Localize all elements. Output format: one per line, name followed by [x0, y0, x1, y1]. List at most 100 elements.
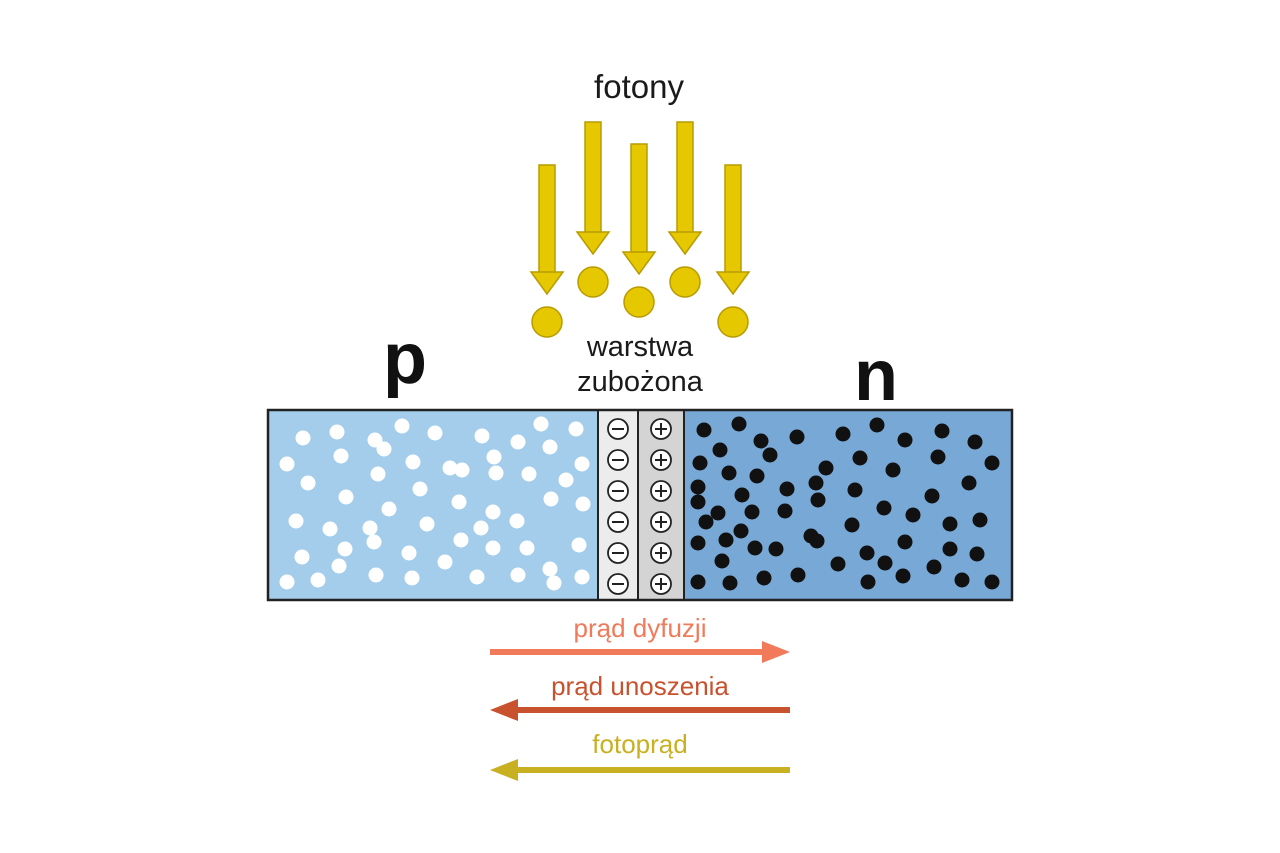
positive-ion — [650, 542, 672, 564]
hole — [542, 439, 558, 455]
current-arrows: prąd dyfuzji prąd unoszenia fotoprąd — [490, 613, 790, 781]
negative-ion — [607, 542, 629, 564]
hole — [453, 532, 469, 548]
hole — [412, 481, 428, 497]
positive-ion — [650, 449, 672, 471]
negative-ion — [607, 418, 629, 440]
electron — [984, 455, 1000, 471]
drift-current-label: prąd unoszenia — [551, 671, 729, 701]
depletion-layer-label-line2: zubożona — [577, 366, 704, 398]
hole — [469, 569, 485, 585]
electron — [954, 572, 970, 588]
electron — [690, 535, 706, 551]
electron — [698, 514, 714, 530]
electron — [714, 553, 730, 569]
electron — [877, 555, 893, 571]
hole — [519, 540, 535, 556]
photocurrent-label: fotoprąd — [592, 729, 687, 759]
electron — [818, 460, 834, 476]
photon-arrow — [667, 121, 703, 298]
electron — [895, 568, 911, 584]
electron — [847, 482, 863, 498]
electron — [942, 516, 958, 532]
electron — [830, 556, 846, 572]
hole — [279, 574, 295, 590]
hole — [488, 465, 504, 481]
electron — [734, 487, 750, 503]
positive-ion — [650, 511, 672, 533]
hole — [533, 416, 549, 432]
depletion-ions — [607, 418, 672, 595]
electron — [762, 447, 778, 463]
hole — [310, 572, 326, 588]
holes — [279, 416, 591, 591]
photon-dot — [669, 266, 701, 298]
electron — [710, 505, 726, 521]
electron — [897, 534, 913, 550]
hole — [427, 425, 443, 441]
electron — [984, 574, 1000, 590]
photon-dot — [531, 306, 563, 338]
hole — [362, 520, 378, 536]
electron — [809, 533, 825, 549]
electron — [712, 442, 728, 458]
hole — [543, 491, 559, 507]
electron — [731, 416, 747, 432]
hole — [485, 504, 501, 520]
hole — [485, 540, 501, 556]
hole — [337, 541, 353, 557]
hole — [333, 448, 349, 464]
electron — [696, 422, 712, 438]
hole — [442, 460, 458, 476]
hole — [295, 430, 311, 446]
hole — [474, 428, 490, 444]
photons-label: fotony — [594, 68, 684, 105]
electron — [753, 433, 769, 449]
photon-dot — [577, 266, 609, 298]
electron — [777, 503, 793, 519]
negative-ion — [607, 480, 629, 502]
electron — [690, 494, 706, 510]
hole — [279, 456, 295, 472]
photon-dot — [623, 286, 655, 318]
depletion-p-side — [598, 410, 638, 600]
hole — [558, 472, 574, 488]
electron — [926, 559, 942, 575]
electron — [744, 504, 760, 520]
photon-arrow — [575, 121, 611, 298]
negative-ion — [607, 511, 629, 533]
hole — [521, 466, 537, 482]
electron — [967, 434, 983, 450]
electron — [733, 523, 749, 539]
hole — [288, 513, 304, 529]
electron — [961, 475, 977, 491]
depletion-n-side — [638, 410, 684, 600]
electron — [876, 500, 892, 516]
electron — [844, 517, 860, 533]
photon-arrow — [715, 164, 751, 338]
electron — [885, 462, 901, 478]
negative-ion — [607, 449, 629, 471]
electron — [969, 546, 985, 562]
hole — [300, 475, 316, 491]
hole — [294, 549, 310, 565]
electron — [749, 468, 765, 484]
electron — [869, 417, 885, 433]
photon-arrow — [529, 164, 565, 338]
hole — [338, 489, 354, 505]
electron — [924, 488, 940, 504]
diffusion-current-label: prąd dyfuzji — [574, 613, 707, 643]
electron — [690, 479, 706, 495]
positive-ion — [650, 418, 672, 440]
n-region-label: n — [854, 336, 898, 416]
negative-ion — [607, 573, 629, 595]
hole — [510, 434, 526, 450]
hole — [419, 516, 435, 532]
hole — [322, 521, 338, 537]
positive-ion — [650, 573, 672, 595]
electron — [859, 545, 875, 561]
hole — [568, 421, 584, 437]
diffusion-current-arrow: prąd dyfuzji — [490, 613, 790, 663]
photon-arrows — [529, 121, 751, 338]
